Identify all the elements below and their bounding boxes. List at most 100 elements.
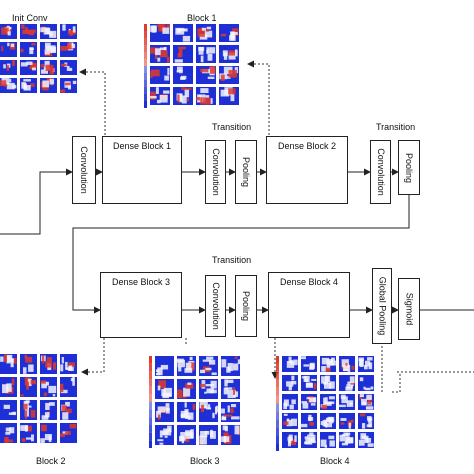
block2-heatmap-tile xyxy=(20,400,37,420)
transition-1-label: Transition xyxy=(212,122,252,132)
block1-heatmap-tile xyxy=(196,24,216,42)
block3-heatmap-tile xyxy=(221,379,240,399)
block1-heatmap-tile xyxy=(219,45,239,63)
dense-block-2-title: Dense Block 2 xyxy=(277,141,337,151)
block4-heatmap-tile xyxy=(358,375,374,391)
block2-heatmap-tile xyxy=(60,423,77,443)
init-conv-heatmap-tile xyxy=(20,60,37,75)
block1-heatmap-tile xyxy=(196,66,216,84)
init-conv-heatmap-tile xyxy=(60,42,77,57)
block4-heatmap-tile xyxy=(301,356,317,372)
transition-1-convolution-box: Convolution xyxy=(205,140,226,204)
block1-heatmap-tile xyxy=(150,66,170,84)
block3-heatmap-tile xyxy=(177,402,196,422)
transition-1-pooling-label: Pooling xyxy=(241,156,251,188)
block4-heatmap-tile xyxy=(339,394,355,410)
init-conv-heatmap-tile xyxy=(20,42,37,57)
transition-2-convolution-box: Convolution xyxy=(370,140,391,204)
block3-heatmap-colorbar xyxy=(149,356,152,448)
block4-heatmap-tile xyxy=(320,356,336,372)
init-conv-heatmap-tile xyxy=(40,78,57,93)
block1-label: Block 1 xyxy=(187,13,217,23)
global-pooling-label: Global Pooling xyxy=(377,276,388,336)
block1-heatmap-tile xyxy=(173,45,193,63)
block1-heatmap-colorbar xyxy=(144,24,147,108)
block3-heatmap-tile xyxy=(221,402,240,422)
dense-block-3: Dense Block 3 xyxy=(100,272,182,338)
init-convolution-label: Convolution xyxy=(79,146,89,194)
block2-heatmap-tile xyxy=(20,354,37,374)
block3-heatmap-tile xyxy=(221,356,240,376)
transition-3-pooling-label: Pooling xyxy=(241,290,251,322)
block3-heatmap-tile xyxy=(199,402,218,422)
init-conv-heatmap-tile xyxy=(60,78,77,93)
block3-heatmap-tile xyxy=(221,425,240,445)
block1-heatmap-tile xyxy=(173,66,193,84)
transition-2-label: Transition xyxy=(376,122,416,132)
sigmoid-label: Sigmoid xyxy=(404,292,415,326)
init-conv-heatmap-tile xyxy=(40,42,57,57)
block1-heatmap-tile xyxy=(219,87,239,105)
block1-heatmap-tile xyxy=(219,24,239,42)
block3-label: Block 3 xyxy=(190,456,220,466)
dense-block-4: Dense Block 4 xyxy=(268,272,350,338)
block2-heatmap-tile xyxy=(60,377,77,397)
init-conv-heatmap xyxy=(0,24,77,93)
block3-heatmap-tile xyxy=(177,356,196,376)
transition-3-label: Transition xyxy=(212,255,252,265)
block4-heatmap-tile xyxy=(339,432,355,448)
block3-heatmap-tile xyxy=(155,356,174,376)
block1-heatmap-tile xyxy=(173,87,193,105)
block4-heatmap-tile xyxy=(339,413,355,429)
init-conv-heatmap-tile xyxy=(20,24,37,39)
block4-heatmap-tile xyxy=(301,413,317,429)
block4-heatmap-tile xyxy=(282,394,298,410)
block2-heatmap-tile xyxy=(0,423,17,443)
block4-heatmap-tile xyxy=(358,432,374,448)
block3-heatmap-tile xyxy=(155,425,174,445)
block4-heatmap-tile xyxy=(339,356,355,372)
transition-2-pooling-box: Pooling xyxy=(398,140,420,195)
global-pooling-box: Global Pooling xyxy=(372,268,392,344)
block1-heatmap-tile xyxy=(150,87,170,105)
init-conv-heatmap-tile xyxy=(20,78,37,93)
init-conv-label: Init Conv xyxy=(12,13,48,23)
block3-heatmap-tile xyxy=(177,379,196,399)
block2-heatmap-tile xyxy=(40,377,57,397)
block1-heatmap-tile xyxy=(219,66,239,84)
block2-heatmap-tile xyxy=(20,377,37,397)
block4-heatmap-tile xyxy=(320,413,336,429)
block2-heatmap-tile xyxy=(20,423,37,443)
block4-heatmap-tile xyxy=(358,394,374,410)
block4-heatmap-tile xyxy=(301,375,317,391)
init-conv-heatmap-tile xyxy=(40,24,57,39)
block2-heatmap-tile xyxy=(0,400,17,420)
block4-heatmap-tile xyxy=(301,432,317,448)
transition-1-pooling-box: Pooling xyxy=(235,140,257,204)
sigmoid-box: Sigmoid xyxy=(398,278,420,340)
init-conv-heatmap-tile xyxy=(0,78,17,93)
block3-heatmap-tile xyxy=(199,425,218,445)
init-convolution-box: Convolution xyxy=(72,136,96,204)
block3-heatmap-tile xyxy=(155,402,174,422)
block2-heatmap xyxy=(0,354,77,443)
block1-heatmap-tile xyxy=(196,45,216,63)
block1-heatmap-tile xyxy=(150,45,170,63)
init-conv-heatmap-tile xyxy=(0,60,17,75)
transition-2-pooling-label: Pooling xyxy=(404,152,414,183)
transition-2-convolution-label: Convolution xyxy=(375,148,386,196)
block4-heatmap-tile xyxy=(358,356,374,372)
transition-3-convolution-box: Convolution xyxy=(205,275,226,337)
init-conv-heatmap-tile xyxy=(0,42,17,57)
block2-label: Block 2 xyxy=(36,456,66,466)
block2-heatmap-tile xyxy=(40,400,57,420)
block4-heatmap-tile xyxy=(320,375,336,391)
block2-heatmap-tile xyxy=(60,354,77,374)
transition-3-pooling-box: Pooling xyxy=(235,275,257,337)
block4-heatmap-colorbar xyxy=(276,356,279,451)
block2-heatmap-tile xyxy=(40,354,57,374)
block4-heatmap-tile xyxy=(282,375,298,391)
block4-heatmap-tile xyxy=(320,394,336,410)
init-conv-heatmap-tile xyxy=(0,24,17,39)
